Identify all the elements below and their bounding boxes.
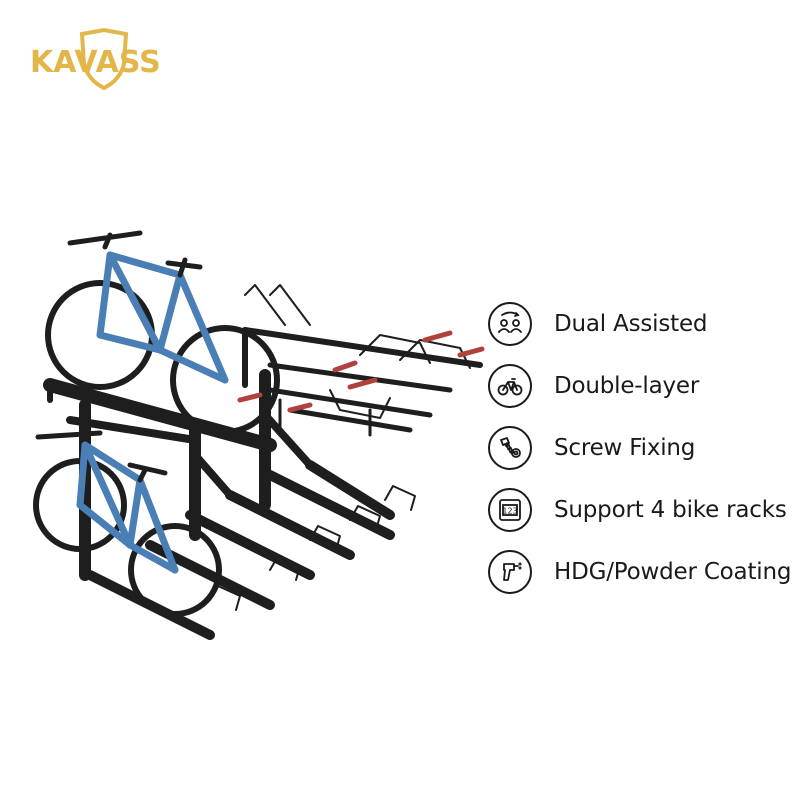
logo-text: KAVASS	[30, 45, 161, 80]
svg-text:123: 123	[502, 507, 517, 516]
feature-double-layer: Double-layer	[488, 355, 803, 417]
screw-bolt-icon	[488, 426, 532, 470]
feature-label: Screw Fixing	[554, 435, 696, 461]
feature-hdg-powder-coating: HDG/Powder Coating	[488, 541, 803, 603]
feature-label: Double-layer	[554, 373, 700, 399]
counter-123-icon: 123	[488, 488, 532, 532]
feature-screw-fixing: Screw Fixing	[488, 417, 803, 479]
bike-rack-illustration	[30, 215, 485, 655]
feature-label: HDG/Powder Coating	[554, 559, 792, 585]
dual-people-cycle-icon	[488, 302, 532, 346]
feature-label: Support 4 bike racks	[554, 497, 787, 523]
feature-dual-assisted: Dual Assisted	[488, 293, 803, 355]
spray-gun-icon	[488, 550, 532, 594]
feature-label: Dual Assisted	[554, 311, 708, 337]
bicycle-icon	[488, 364, 532, 408]
feature-list: Dual Assisted Double-layer Screw Fixing …	[488, 293, 803, 603]
feature-support-4-racks: 123 Support 4 bike racks	[488, 479, 803, 541]
brand-logo: KAVASS	[28, 26, 168, 92]
